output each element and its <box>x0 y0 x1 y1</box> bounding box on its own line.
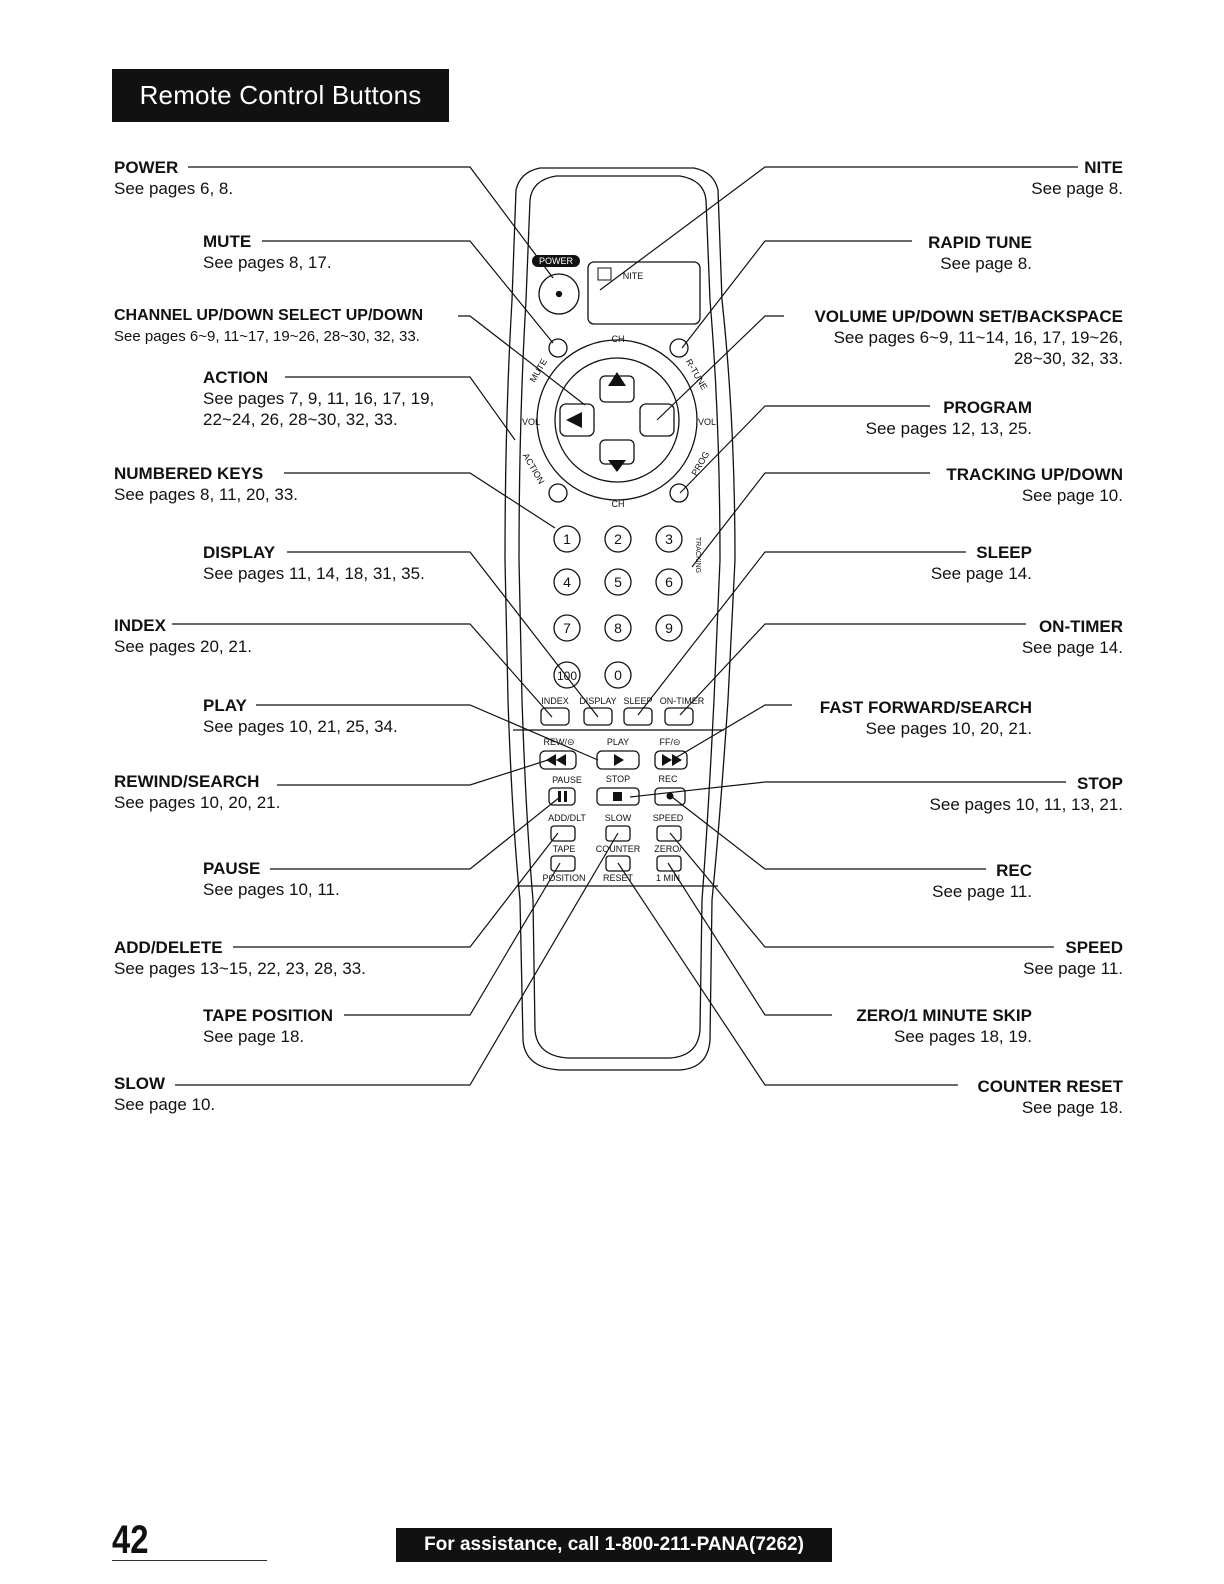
remote-text-tracking: TRACKING <box>694 537 701 573</box>
remote-text-d4: 5 <box>614 574 622 590</box>
remote-text-tape: TAPE <box>553 844 576 854</box>
mute-button <box>548 338 568 358</box>
remote-text-rtune: R-TUNE <box>684 357 710 391</box>
remote-text-d10: 0 <box>614 667 622 683</box>
remote-text-counter: COUNTER <box>596 844 641 854</box>
remote-text-mute: MUTE <box>528 357 549 384</box>
remote-text-rew: REW/⊝ <box>543 737 574 747</box>
remote-text-reset: RESET <box>603 873 634 883</box>
remote-text-adddlt: ADD/DLT <box>548 813 586 823</box>
remote-text-vol1: VOL <box>522 417 540 427</box>
remote-text-nite: NITE <box>623 271 644 281</box>
remote-text-pause: PAUSE <box>552 775 582 785</box>
remote-text-r3: ON-TIMER <box>660 696 705 706</box>
remote-text-position: POSITION <box>542 873 585 883</box>
action-button <box>548 483 568 503</box>
nav-dial-outer <box>536 339 698 501</box>
remote-text-d0: 1 <box>563 531 571 547</box>
remote-text-ff: FF/⊝ <box>659 737 680 747</box>
section-title: Remote Control Buttons <box>112 69 449 122</box>
page-number: 42 <box>112 1518 149 1562</box>
remote-text-action: ACTION <box>521 451 547 485</box>
remote-text-d7: 8 <box>614 620 622 636</box>
remote-text-slow: SLOW <box>605 813 632 823</box>
numeric-keypad <box>553 525 683 689</box>
remote-text-zero: ZERO/ <box>654 844 682 854</box>
remote-text-d8: 9 <box>665 620 673 636</box>
remote-text-d2: 3 <box>665 531 673 547</box>
assistance-banner: For assistance, call 1-800-211-PANA(7262… <box>396 1528 832 1562</box>
remote-text-d6: 7 <box>563 620 571 636</box>
prog-button <box>669 483 689 503</box>
remote-text-r0: INDEX <box>541 696 569 706</box>
remote-text-d3: 4 <box>563 574 571 590</box>
remote-text-d5: 6 <box>665 574 673 590</box>
nav-dial-inner <box>554 357 680 483</box>
power-button <box>538 273 580 315</box>
rtune-button <box>669 338 689 358</box>
remote-text-play: PLAY <box>607 737 629 747</box>
remote-text-d9: 100 <box>557 669 577 683</box>
remote-text-stop: STOP <box>606 774 630 784</box>
remote-text-r2: SLEEP <box>623 696 652 706</box>
remote-text-speed: SPEED <box>653 813 684 823</box>
remote-text-ch1: CH <box>612 334 625 344</box>
remote-text-r1: DISPLAY <box>579 696 616 706</box>
display-window <box>587 261 701 325</box>
remote-body-outline <box>504 167 736 1071</box>
remote-text-rec: REC <box>658 774 678 784</box>
remote-text-vol2: VOL <box>698 417 716 427</box>
remote-text-power: POWER <box>539 256 574 266</box>
page-number-rule <box>112 1560 267 1561</box>
remote-text-ch2: CH <box>612 499 625 509</box>
remote-text-onemin: 1 MIN <box>656 873 680 883</box>
remote-text-d1: 2 <box>614 531 622 547</box>
